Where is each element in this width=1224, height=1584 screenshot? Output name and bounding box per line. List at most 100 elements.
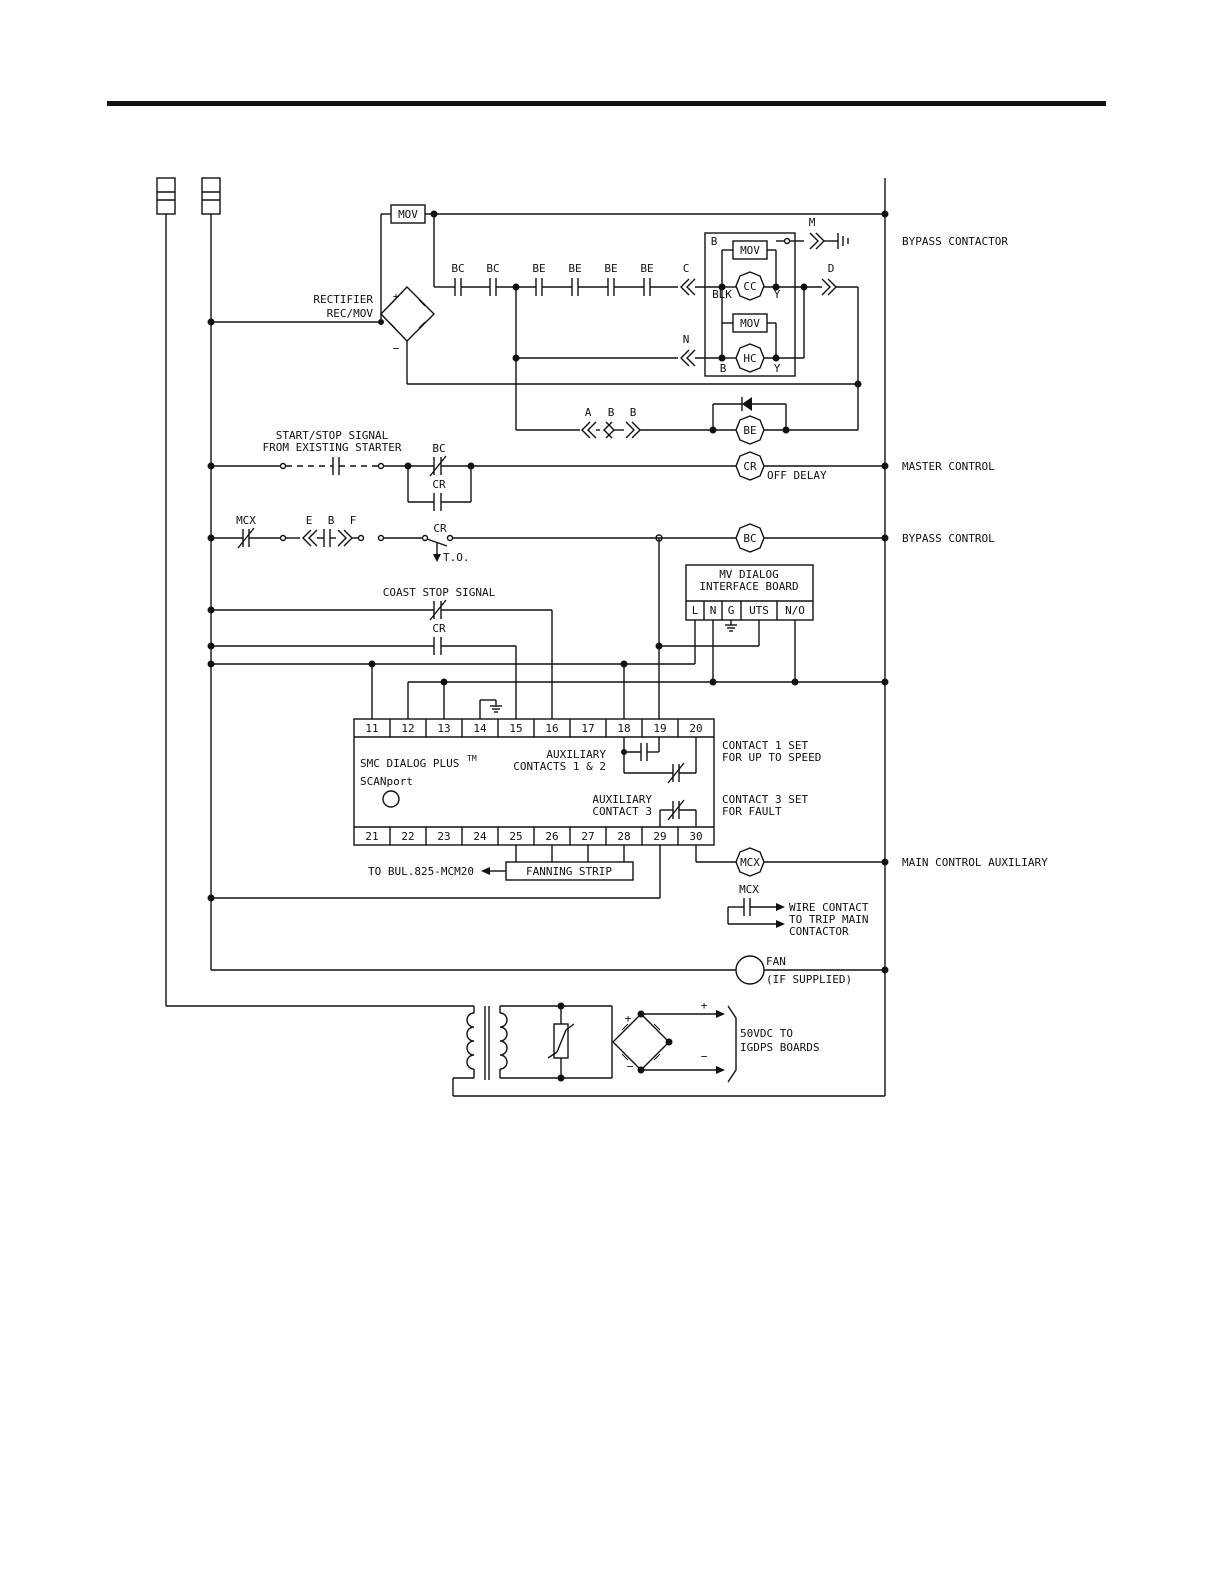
b-label-hc: B	[720, 362, 727, 375]
fan-motor-icon	[735, 955, 765, 985]
smc-bottom-wiring: FANNING STRIP TO BUL.825-MCM20 MCX	[207, 845, 889, 902]
if-supplied-label: (IF SUPPLIED)	[766, 973, 852, 986]
start-stop-label-2: FROM EXISTING STARTER	[262, 441, 401, 454]
c-label: C	[683, 262, 690, 275]
smc-terminal-25: 25	[509, 830, 522, 843]
bypass-control-rung: BC	[207, 523, 889, 562]
hc-coil	[735, 343, 765, 373]
smc-terminal-20: 20	[689, 722, 702, 735]
coil-assembly-box	[704, 232, 796, 377]
be-label-1: BE	[532, 262, 545, 275]
smc-terminal-11: 11	[365, 722, 378, 735]
aux12-label-1: AUXILIARY	[546, 748, 606, 761]
ib-terminal-l: L	[692, 604, 699, 617]
mcx-trip-label: MCX	[739, 883, 759, 896]
dc-note-2: IGDPS BOARDS	[740, 1041, 819, 1054]
smc-dialog-plus: 11 12 13 14 15 16 17 18 19 20 21 22 23 2…	[353, 718, 715, 846]
rung-label-master-control: MASTER CONTROL	[902, 460, 995, 473]
cr-coast-label: CR	[432, 622, 446, 635]
aux3-label-2: CONTACT 3	[592, 805, 652, 818]
smc-name: SMC DIALOG PLUS	[360, 757, 459, 770]
fanning-strip-label: FANNING STRIP	[526, 865, 612, 878]
dc-minus-left: −	[627, 1060, 634, 1073]
ib-terminal-g: G	[728, 604, 735, 617]
bc-label-1: BC	[451, 262, 464, 275]
rectifier-label-2: REC/MOV	[327, 307, 374, 320]
f-label: F	[350, 514, 357, 527]
smc-terminal-26: 26	[545, 830, 558, 843]
m-label: M	[809, 216, 816, 229]
transformer-dc-supply	[452, 1002, 737, 1096]
smc-terminal-18: 18	[617, 722, 630, 735]
cr-seal-label: CR	[432, 478, 446, 491]
bc-coil-label: BC	[743, 532, 756, 545]
rectifier-bridge	[378, 286, 435, 342]
mcx-coil	[735, 847, 765, 877]
mcx-coil-label: MCX	[740, 856, 760, 869]
scanport-port-icon	[382, 790, 400, 808]
contact1-note-2: FOR UP TO SPEED	[722, 751, 821, 764]
mcx-trip-contact	[727, 898, 785, 928]
b-label-2: B	[630, 406, 637, 419]
be-coil	[735, 415, 765, 445]
cc-coil	[735, 271, 765, 301]
rung-label-main-control-aux: MAIN CONTROL AUXILIARY	[902, 856, 1048, 869]
off-delay-label: OFF DELAY	[767, 469, 827, 482]
dc-note-1: 50VDC TO	[740, 1027, 793, 1040]
fuse-right	[201, 177, 221, 215]
plus-label: +	[393, 290, 400, 303]
to-label: T.O.	[443, 551, 470, 564]
bc-nc-label: BC	[432, 442, 445, 455]
smc-trademark: TM	[467, 754, 477, 763]
power-rails	[165, 178, 886, 1097]
b-label-1: B	[608, 406, 615, 419]
fan-rung	[211, 955, 889, 985]
bypass-contactor-rung: MOV RECTIFIER REC/MOV + −	[207, 204, 889, 445]
smc-terminal-19: 19	[653, 722, 666, 735]
series-contacts	[450, 278, 678, 296]
smc-terminal-24: 24	[473, 830, 487, 843]
wire-note-1: WIRE CONTACT	[789, 901, 869, 914]
smc-terminal-21: 21	[365, 830, 378, 843]
b-label-bypass: B	[328, 514, 335, 527]
y-label-hc: Y	[774, 362, 781, 375]
rung-label-bypass-control: BYPASS CONTROL	[902, 532, 995, 545]
smc-terminal-14: 14	[473, 722, 487, 735]
smc-terminal-16: 16	[545, 722, 558, 735]
master-control-rung: CR	[207, 451, 889, 511]
interface-board-title-2: INTERFACE BOARD	[699, 580, 798, 593]
smc-terminal-17: 17	[581, 722, 594, 735]
contact1-note-1: CONTACT 1 SET	[722, 739, 808, 752]
n-label: N	[683, 333, 690, 346]
smc-terminal-30: 30	[689, 830, 702, 843]
be-label-4: BE	[640, 262, 653, 275]
dc-plus-left: +	[625, 1012, 632, 1025]
cr-coil	[735, 451, 765, 481]
smc-terminal-23: 23	[437, 830, 450, 843]
minus-label: −	[393, 342, 400, 355]
cr-coil-label: CR	[743, 460, 757, 473]
mov-label-top: MOV	[398, 208, 418, 221]
be-label-3: BE	[604, 262, 617, 275]
rectifier-label-1: RECTIFIER	[313, 293, 373, 306]
smc-terminal-27: 27	[581, 830, 594, 843]
ib-terminal-n: N	[710, 604, 717, 617]
fuse-left	[156, 177, 176, 215]
cr-to-label: CR	[433, 522, 447, 535]
e-label: E	[306, 514, 313, 527]
cc-label: CC	[743, 280, 756, 293]
contact3-note-2: FOR FAULT	[722, 805, 782, 818]
b-label-top: B	[711, 235, 718, 248]
interface-board: MV DIALOG INTERFACE BOARD L N G UTS N/O	[659, 564, 814, 682]
smc-terminal-29: 29	[653, 830, 666, 843]
be-coil-label: BE	[743, 424, 756, 437]
smc-scanport: SCANport	[360, 775, 413, 788]
fan-label: FAN	[766, 955, 786, 968]
aux12-label-2: CONTACTS 1 & 2	[513, 760, 606, 773]
dc-minus-right: −	[701, 1050, 708, 1063]
smc-terminal-15: 15	[509, 722, 522, 735]
contact3-note-1: CONTACT 3 SET	[722, 793, 808, 806]
smc-terminal-22: 22	[401, 830, 414, 843]
